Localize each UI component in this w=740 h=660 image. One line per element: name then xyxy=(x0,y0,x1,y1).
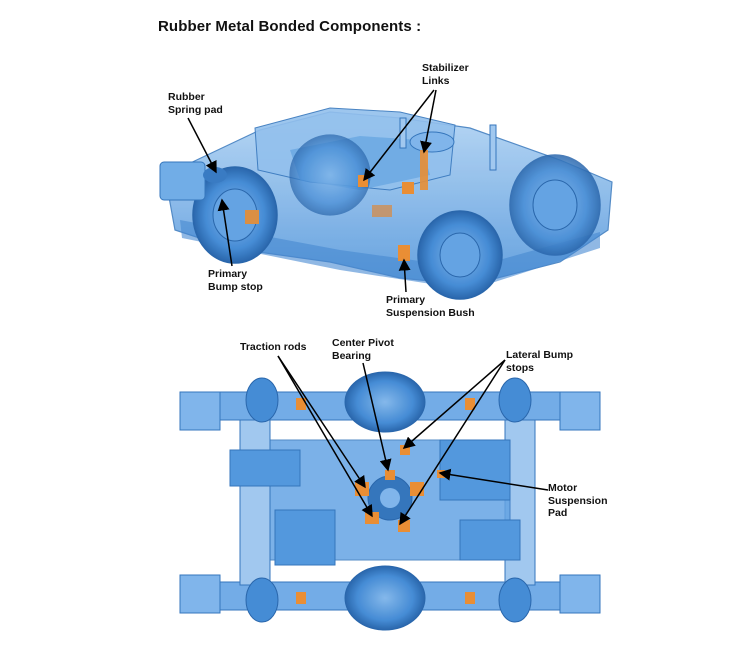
label-line: Suspension Bush xyxy=(386,306,475,319)
label-line: Bearing xyxy=(332,349,372,362)
label-line: Bump stop xyxy=(208,280,263,293)
label-motor-suspension-pad: Motor Suspension Pad xyxy=(548,482,608,520)
label-line: Primary xyxy=(208,268,248,280)
label-line: Stabilizer xyxy=(422,62,469,74)
stabilizer-link-part xyxy=(358,175,368,187)
label-traction-rods: Traction rods xyxy=(240,341,307,354)
leader-arrows xyxy=(187,89,549,526)
page-title: Rubber Metal Bonded Components : xyxy=(158,18,422,35)
label-primary-suspension-bush: Primary Suspension Bush xyxy=(386,294,475,319)
label-line: stops xyxy=(506,361,535,374)
label-rubber-spring-pad: Rubber Spring pad xyxy=(168,91,223,116)
label-stabilizer-links: Stabilizer Links xyxy=(422,62,469,87)
label-primary-bump-stop: Primary Bump stop xyxy=(208,268,263,293)
label-line: Pad xyxy=(548,507,568,519)
label-line: Spring pad xyxy=(168,103,223,116)
bogie-plan-view xyxy=(179,371,601,631)
label-line: Rubber xyxy=(168,91,205,103)
label-line: Traction rods xyxy=(240,341,307,353)
label-line: Primary xyxy=(386,294,426,306)
label-line: Lateral Bump xyxy=(506,349,574,361)
label-line: Motor xyxy=(548,482,578,494)
label-line: Center Pivot xyxy=(332,337,394,349)
label-center-pivot-bearing: Center Pivot Bearing xyxy=(332,337,394,362)
label-line: Links xyxy=(422,74,450,87)
label-lateral-bump-stops: Lateral Bump stops xyxy=(506,349,573,374)
label-line: Suspension xyxy=(548,494,608,507)
